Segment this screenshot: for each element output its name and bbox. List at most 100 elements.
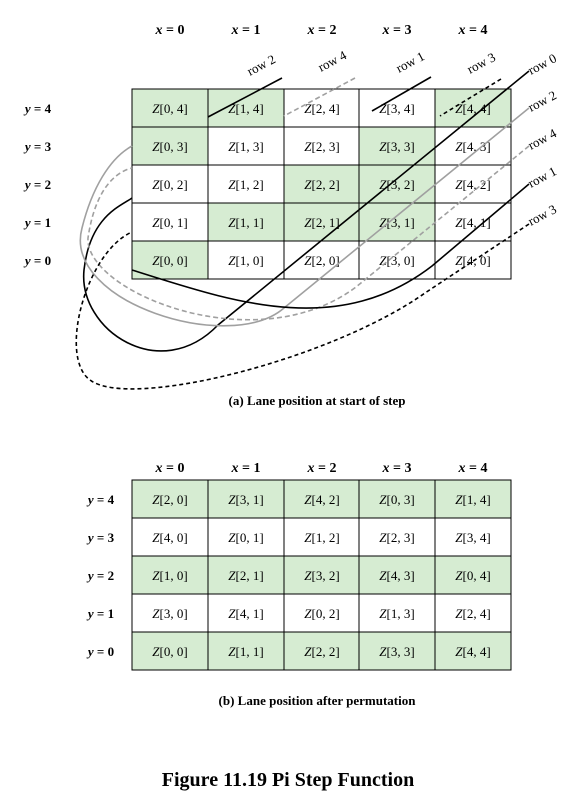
grid-a-cell bbox=[207, 88, 285, 128]
grid-b-x-header: x = 3 bbox=[382, 461, 412, 476]
grid-a-cell-label: Z[2, 3] bbox=[304, 139, 339, 154]
grid-a-y-label: y = 2 bbox=[23, 177, 51, 192]
grid-b-cell-label: Z[4, 0] bbox=[152, 530, 187, 545]
grid-b-cell-label: Z[1, 0] bbox=[152, 568, 187, 583]
grid-b-cell-label: Z[1, 2] bbox=[304, 530, 339, 545]
grid-b-cell-label: Z[0, 1] bbox=[228, 530, 263, 545]
grid-a-cell-label: Z[4, 3] bbox=[455, 139, 490, 154]
grid-a-cell bbox=[358, 164, 436, 204]
grid-a-cell-label: Z[0, 4] bbox=[152, 101, 187, 116]
grid-b-cell-label: Z[1, 3] bbox=[379, 606, 414, 621]
grid-b-cell bbox=[131, 593, 209, 633]
grid-a-cell-label: Z[2, 4] bbox=[304, 101, 339, 116]
grid-a-x-header: x = 3 bbox=[382, 23, 412, 38]
grid-b-cell bbox=[434, 593, 512, 633]
grid-b-cell bbox=[358, 555, 436, 595]
grid-b-cell bbox=[283, 479, 361, 519]
grid-b-cell bbox=[434, 517, 512, 557]
row-1-top-path bbox=[371, 76, 432, 112]
grid-a-cell-label: Z[1, 4] bbox=[228, 101, 263, 116]
caption-a: (a) Lane position at start of step bbox=[229, 393, 406, 408]
grid-b-cell bbox=[283, 555, 361, 595]
grid-a-cell-label: Z[1, 1] bbox=[228, 215, 263, 230]
grid-a-cell-label: Z[3, 0] bbox=[379, 253, 414, 268]
grid-b-cell bbox=[283, 631, 361, 671]
row-2-top-path bbox=[207, 77, 283, 118]
grid-a-cell bbox=[434, 240, 512, 280]
grid-a-cell bbox=[131, 164, 209, 204]
grid-b-cell bbox=[434, 631, 512, 671]
grid-b-cell-label: Z[4, 1] bbox=[228, 606, 263, 621]
caption-b: (b) Lane position after permutation bbox=[219, 693, 417, 708]
grid-b-x-header: x = 1 bbox=[231, 461, 261, 476]
grid-a-cell-label: Z[2, 2] bbox=[304, 177, 339, 192]
grid-b-cell-label: Z[2, 3] bbox=[379, 530, 414, 545]
grid-b-cell-label: Z[2, 4] bbox=[455, 606, 490, 621]
grid-b-cell-label: Z[3, 2] bbox=[304, 568, 339, 583]
grid-b-y-label: y = 3 bbox=[86, 530, 115, 545]
grid-a-y-label: y = 4 bbox=[23, 101, 52, 116]
grid-b-cell bbox=[358, 479, 436, 519]
row-label-top: row 2 bbox=[244, 51, 278, 78]
grid-b-cell-label: Z[1, 1] bbox=[228, 644, 263, 659]
row-2-path bbox=[79, 107, 530, 327]
grid-b-cell-label: Z[0, 4] bbox=[455, 568, 490, 583]
grid-a-y-label: y = 1 bbox=[23, 215, 51, 230]
grid-b-cell bbox=[207, 631, 285, 671]
grid-b-x-header: x = 4 bbox=[458, 461, 488, 476]
grid-b-cell bbox=[283, 517, 361, 557]
row-label-top: row 1 bbox=[393, 48, 427, 75]
row-label-right: row 2 bbox=[525, 87, 559, 114]
grid-b-cell-label: Z[2, 0] bbox=[152, 492, 187, 507]
grid-a-cell bbox=[131, 88, 209, 128]
grid-b-x-header: x = 2 bbox=[307, 461, 337, 476]
grid-b-cell-label: Z[0, 2] bbox=[304, 606, 339, 621]
grid-a-x-header: x = 1 bbox=[231, 23, 261, 38]
grid-b-x-headers: x = 0 x = 1 x = 2 x = 3 x = 4 bbox=[155, 461, 488, 476]
grid-a-cell-label: Z[0, 0] bbox=[152, 253, 187, 268]
grid-b-cell-label: Z[3, 4] bbox=[455, 530, 490, 545]
grid-b-cell bbox=[434, 479, 512, 519]
grid-a-cell bbox=[207, 202, 285, 242]
grid-b-x-header: x = 0 bbox=[155, 461, 185, 476]
grid-a-x-header: x = 4 bbox=[458, 23, 488, 38]
grid-b-cell-label: Z[3, 0] bbox=[152, 606, 187, 621]
grid-b-cell-label: Z[4, 3] bbox=[379, 568, 414, 583]
grid-a-cell-label: Z[0, 2] bbox=[152, 177, 187, 192]
row-label-right: row 3 bbox=[525, 201, 559, 228]
grid-b-y-label: y = 1 bbox=[86, 606, 114, 621]
grid-a-x-header: x = 0 bbox=[155, 23, 185, 38]
figure-title: Figure 11.19 Pi Step Function bbox=[162, 769, 414, 791]
grid-a-cell-label: Z[3, 1] bbox=[379, 215, 414, 230]
grid-b-cell-label: Z[4, 2] bbox=[304, 492, 339, 507]
row-label-right: row 4 bbox=[525, 125, 559, 153]
row-label-right: row 0 bbox=[525, 50, 559, 77]
grid-a-cell-label: Z[1, 3] bbox=[228, 139, 263, 154]
grid-b-cell-label: Z[3, 3] bbox=[379, 644, 414, 659]
row-label-top: row 3 bbox=[464, 49, 498, 76]
grid-b-cell-label: Z[3, 1] bbox=[228, 492, 263, 507]
grid-b-cell bbox=[358, 593, 436, 633]
grid-a-cells: Z[0, 4]Z[1, 4]Z[2, 4]Z[3, 4]Z[4, 4]Z[0, … bbox=[131, 88, 512, 280]
row-1-path bbox=[131, 183, 530, 309]
grid-b-cells: Z[2, 0]Z[3, 1]Z[4, 2]Z[0, 3]Z[1, 4]Z[4, … bbox=[131, 479, 512, 671]
grid-b-y-label: y = 2 bbox=[86, 568, 114, 583]
grid-b-y-labels: y = 4y = 3y = 2y = 1y = 0 bbox=[86, 492, 115, 659]
row-3-top-path bbox=[439, 78, 502, 117]
grid-a-cell bbox=[283, 240, 361, 280]
grid-b-cell bbox=[131, 479, 209, 519]
grid-a-cell-label: Z[2, 1] bbox=[304, 215, 339, 230]
grid-a-cell-label: Z[4, 4] bbox=[455, 101, 490, 116]
grid-b-cell bbox=[131, 631, 209, 671]
grid-b-cell-label: Z[0, 3] bbox=[379, 492, 414, 507]
grid-b-cell-label: Z[0, 0] bbox=[152, 644, 187, 659]
row-3-path bbox=[75, 223, 530, 390]
grid-a-row-paths bbox=[75, 70, 530, 390]
grid-a-y-labels: y = 4y = 3y = 2y = 1y = 0 bbox=[23, 101, 52, 268]
grid-a-cell bbox=[207, 164, 285, 204]
grid-a-cell-label: Z[2, 0] bbox=[304, 253, 339, 268]
grid-a-cell bbox=[283, 88, 361, 128]
grid-b-cell bbox=[131, 517, 209, 557]
grid-b-y-label: y = 4 bbox=[86, 492, 115, 507]
